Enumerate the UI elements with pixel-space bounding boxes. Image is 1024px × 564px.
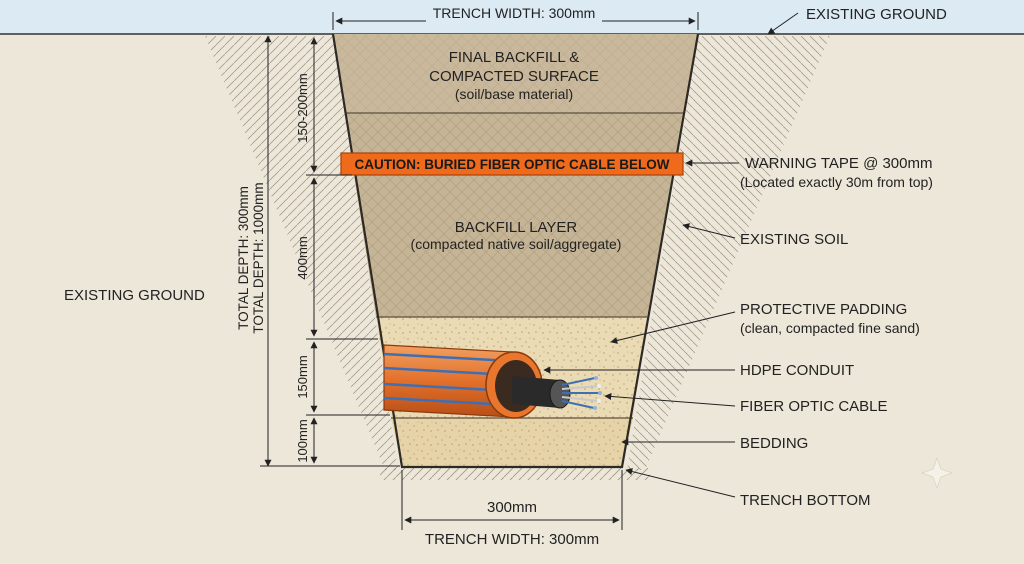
warning-tape-callout-sub: (Located exactly 30m from top) [740, 174, 933, 190]
protective-padding-callout-sub: (clean, compacted fine sand) [740, 320, 920, 336]
existing-ground-left-label: EXISTING GROUND [64, 287, 205, 304]
backfill-sub: (compacted native soil/aggregate) [411, 236, 622, 252]
bedding-callout: BEDDING [740, 435, 808, 452]
warning-tape-text: CAUTION: BURIED FIBER OPTIC CABLE BELOW [355, 157, 670, 172]
hdpe-conduit-graphic [383, 344, 543, 419]
dim-label-400: 400mm [295, 236, 310, 279]
total-depth-label-2: TOTAL DEPTH: 1000mm [251, 182, 266, 333]
left-soil-hatch [205, 36, 398, 470]
trench-bottom-callout: TRENCH BOTTOM [740, 492, 871, 509]
final-backfill-title-2: COMPACTED SURFACE [429, 68, 599, 85]
bottom-soil-hatch [380, 468, 650, 480]
warning-tape [340, 152, 684, 176]
dim-label-150: 150mm [295, 355, 310, 398]
sparkle-icon [920, 456, 954, 490]
protective-padding-callout: PROTECTIVE PADDING [740, 301, 907, 318]
bottom-width-300-label: 300mm [487, 499, 537, 516]
hdpe-conduit-callout: HDPE CONDUIT [740, 362, 854, 379]
backfill-title: BACKFILL LAYER [455, 219, 578, 236]
existing-soil-callout: EXISTING SOIL [740, 231, 848, 248]
warning-tape-callout: WARNING TAPE @ 300mm [745, 155, 932, 172]
existing-ground-top-label: EXISTING GROUND [806, 6, 947, 23]
dim-label-150-200: 150-200mm [295, 73, 310, 142]
final-backfill-sub: (soil/base material) [455, 86, 573, 102]
bottom-trench-width-label: TRENCH WIDTH: 300mm [425, 531, 599, 548]
final-backfill-title-1: FINAL BACKFILL & [449, 49, 580, 66]
dim-label-100: 100mm [295, 419, 310, 462]
fiber-optic-cable-graphic [512, 376, 602, 410]
sky [0, 0, 1024, 34]
trench-outline [331, 33, 700, 469]
right-soil-hatch [627, 36, 830, 470]
fiber-optic-cable-callout: FIBER OPTIC CABLE [740, 398, 888, 415]
top-trench-width-label: TRENCH WIDTH: 300mm [433, 5, 596, 21]
total-depth-label-1: TOTAL DEPTH: 300mm [236, 186, 251, 330]
